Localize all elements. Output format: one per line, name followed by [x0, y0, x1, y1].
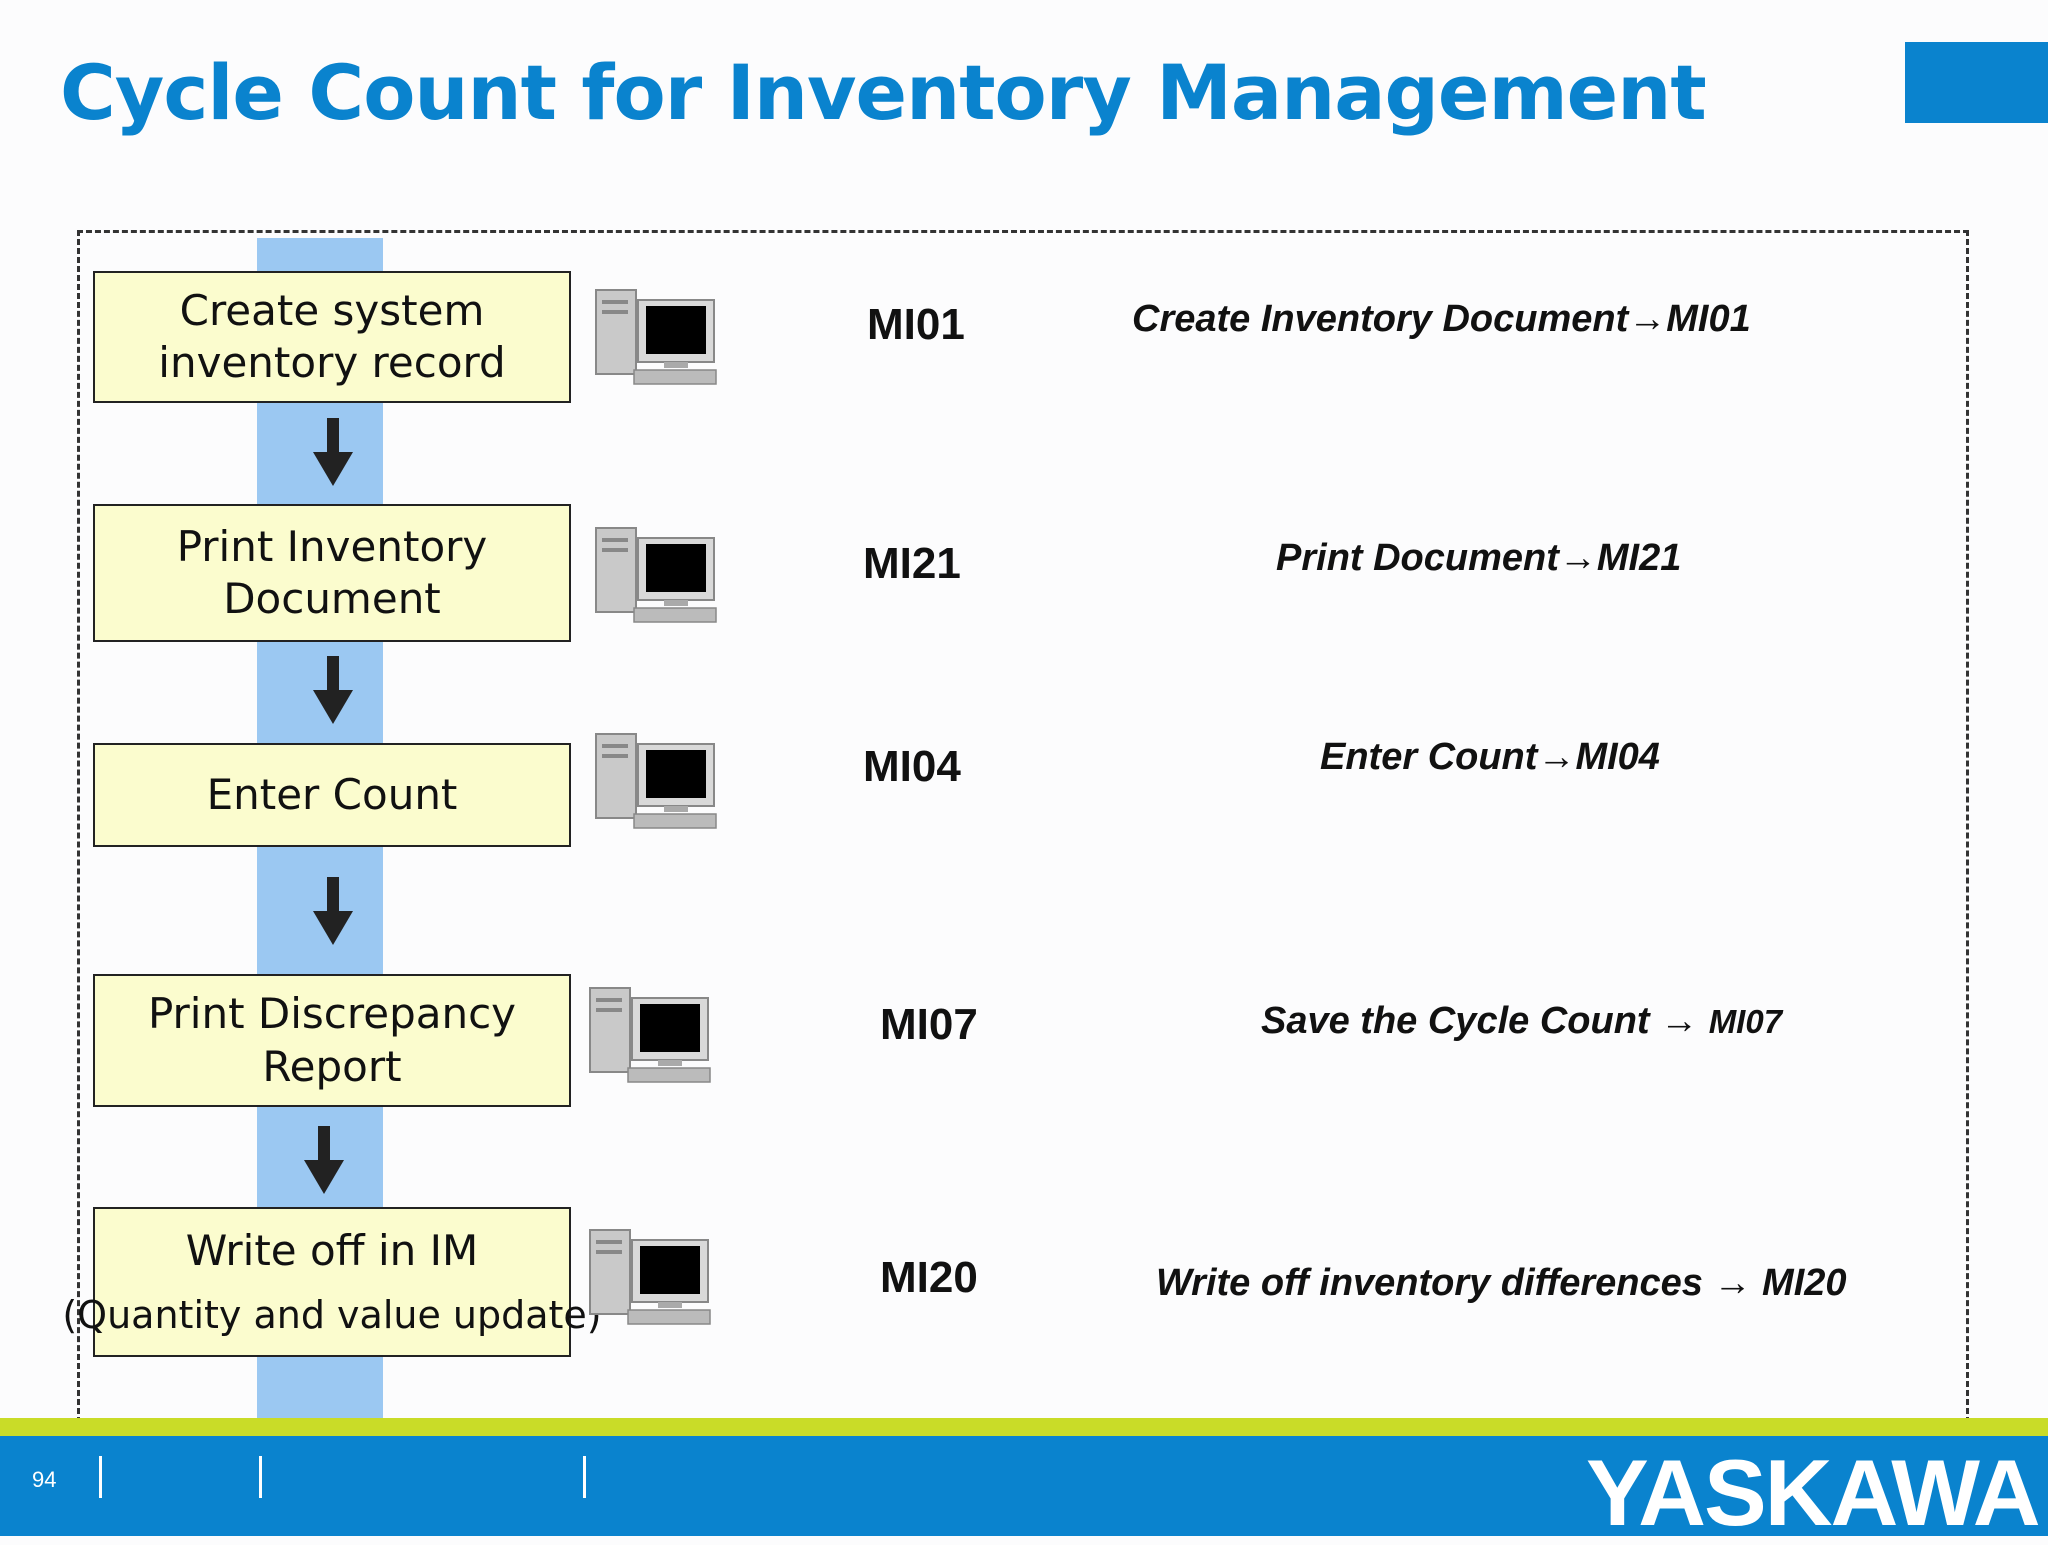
tcode-label: MI07 [880, 1000, 978, 1049]
arrow-right-icon: → [1537, 736, 1576, 778]
description-text: Enter Count [1320, 736, 1538, 778]
brand-logo: YASKAWA [1586, 1440, 2041, 1545]
description-tcode: MI07 [1708, 1003, 1783, 1040]
step-label-line2: Document [223, 574, 441, 623]
transaction-description: Write off inventory differences → MI20 [1156, 1262, 1847, 1305]
arrow-right-icon: → [1628, 298, 1667, 340]
footer-separator [583, 1456, 586, 1498]
description-text: Print Document [1276, 537, 1559, 579]
step-label-line2: (Quantity and value update) [62, 1292, 602, 1337]
arrow-down-icon [313, 418, 353, 486]
step-label-line2: inventory record [158, 338, 506, 387]
step-label-line1: Create system [179, 285, 485, 335]
arrow-right-icon: → [1558, 537, 1597, 579]
desktop-computer-icon [589, 987, 711, 1083]
desktop-computer-icon [595, 733, 717, 829]
description-tcode: MI01 [1666, 298, 1751, 340]
step-label-line2: Report [262, 1041, 402, 1091]
footer-separator [259, 1456, 262, 1498]
tcode-label: MI01 [867, 300, 965, 349]
footer-separator [99, 1456, 102, 1498]
step-label-line1: Print Inventory [176, 521, 488, 571]
description-tcode: MI04 [1575, 736, 1660, 778]
page-title: Cycle Count for Inventory Management [60, 48, 1707, 137]
tcode-label: MI20 [880, 1253, 978, 1302]
tcode-label: MI04 [863, 742, 961, 791]
transaction-description: Enter Count→MI04 [1320, 736, 1660, 779]
step-label-line1: Write off in IM [185, 1226, 479, 1275]
step-create-record: Create system inventory record [93, 271, 571, 403]
footer-bar [0, 1436, 2048, 1536]
arrow-right-icon: → [1713, 1262, 1752, 1304]
page-number: 94 [32, 1467, 57, 1492]
description-tcode: MI20 [1762, 1262, 1847, 1304]
step-write-off: Write off in IM (Quantity and value upda… [62, 1207, 602, 1357]
desktop-computer-icon [595, 527, 717, 623]
step-enter-count: Enter Count [93, 743, 571, 847]
arrow-down-icon [313, 877, 353, 945]
step-label-line1: Print Discrepancy [147, 989, 517, 1038]
transaction-description: Create Inventory Document→MI01 [1132, 298, 1751, 341]
arrow-down-icon [304, 1126, 344, 1194]
arrow-down-icon [313, 656, 353, 724]
transaction-description: Save the Cycle Count → MI07 [1261, 1000, 1782, 1043]
footer-accent-stripe [0, 1418, 2048, 1436]
description-text: Write off inventory differences [1156, 1262, 1714, 1304]
desktop-computer-icon [595, 289, 717, 385]
description-text: Create Inventory Document [1132, 298, 1629, 340]
step-label-line1: Enter Count [206, 769, 458, 819]
step-print-document: Print Inventory Document [93, 504, 571, 642]
arrow-right-icon: → [1660, 1000, 1699, 1042]
description-tcode: MI21 [1596, 537, 1682, 579]
desktop-computer-icon [589, 1229, 711, 1325]
step-print-discrepancy: Print Discrepancy Report [93, 974, 571, 1107]
transaction-description: Print Document→MI21 [1276, 537, 1681, 580]
description-text: Save the Cycle Count [1261, 1000, 1661, 1042]
tcode-label: MI21 [863, 539, 961, 588]
corner-accent-tab [1905, 42, 2048, 123]
